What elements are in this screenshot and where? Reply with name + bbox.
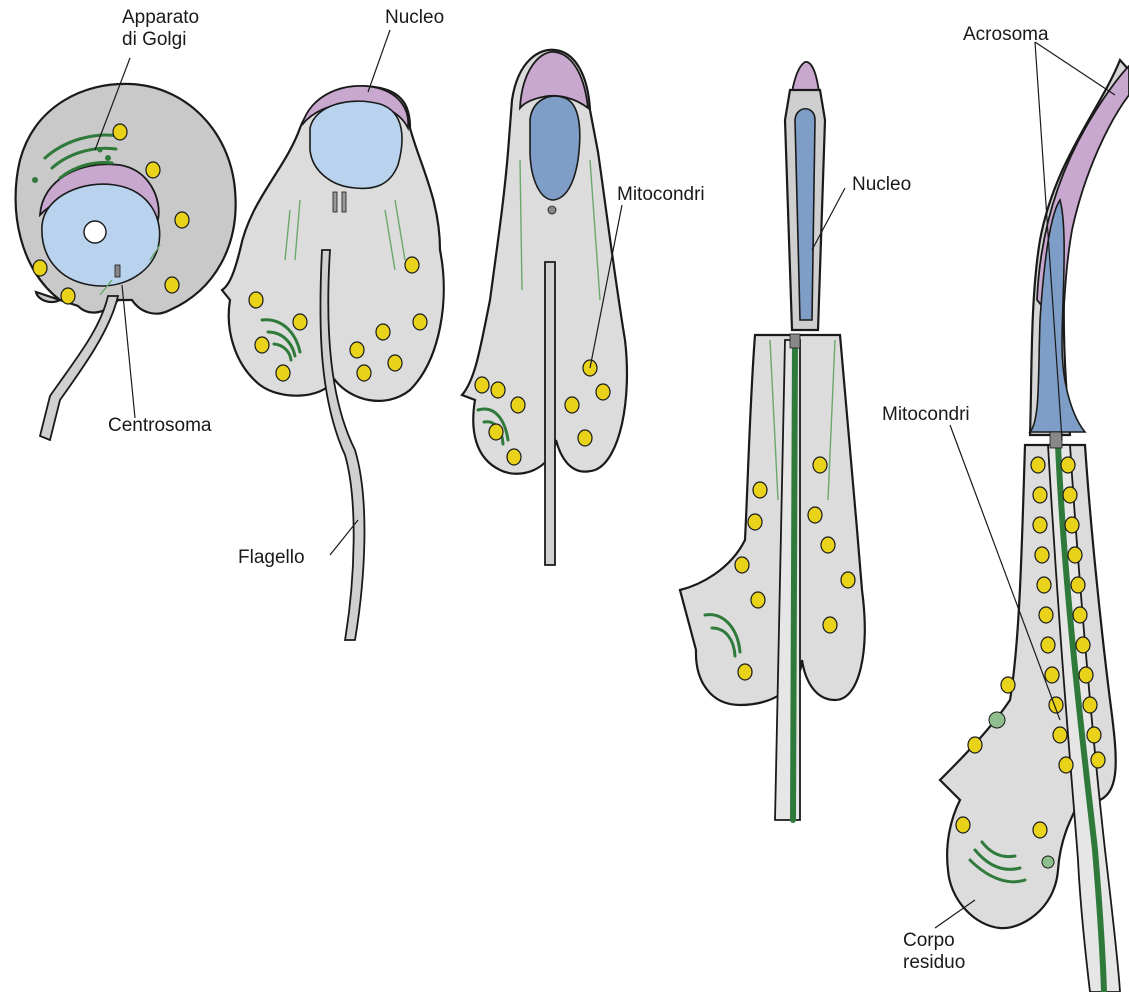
stage-1-nucleolus	[84, 221, 106, 243]
label-centrosome: Centrosoma	[108, 415, 212, 436]
stage-4-axoneme	[793, 340, 795, 820]
stage-5-vacuole	[989, 712, 1005, 728]
stage-1-spermatid	[16, 84, 236, 440]
label-flagellum: Flagello	[238, 547, 305, 568]
stage-2-nucleus	[310, 101, 402, 188]
label-mitochondria-1: Mitocondri	[617, 184, 705, 205]
stage-5-spermatozoon	[940, 60, 1129, 992]
stage-1-centrosome	[115, 265, 120, 277]
label-acrosome: Acrosoma	[963, 24, 1049, 45]
label-mitochondria-2: Mitocondri	[882, 404, 970, 425]
stage-4-spermatid	[680, 62, 865, 820]
label-nucleus-1: Nucleo	[385, 7, 444, 28]
stage-1-flagellum	[40, 296, 118, 440]
stage-3-flagellum	[545, 262, 555, 565]
label-nucleus-2: Nucleo	[852, 174, 911, 195]
stage-5-vacuole	[1042, 856, 1054, 868]
